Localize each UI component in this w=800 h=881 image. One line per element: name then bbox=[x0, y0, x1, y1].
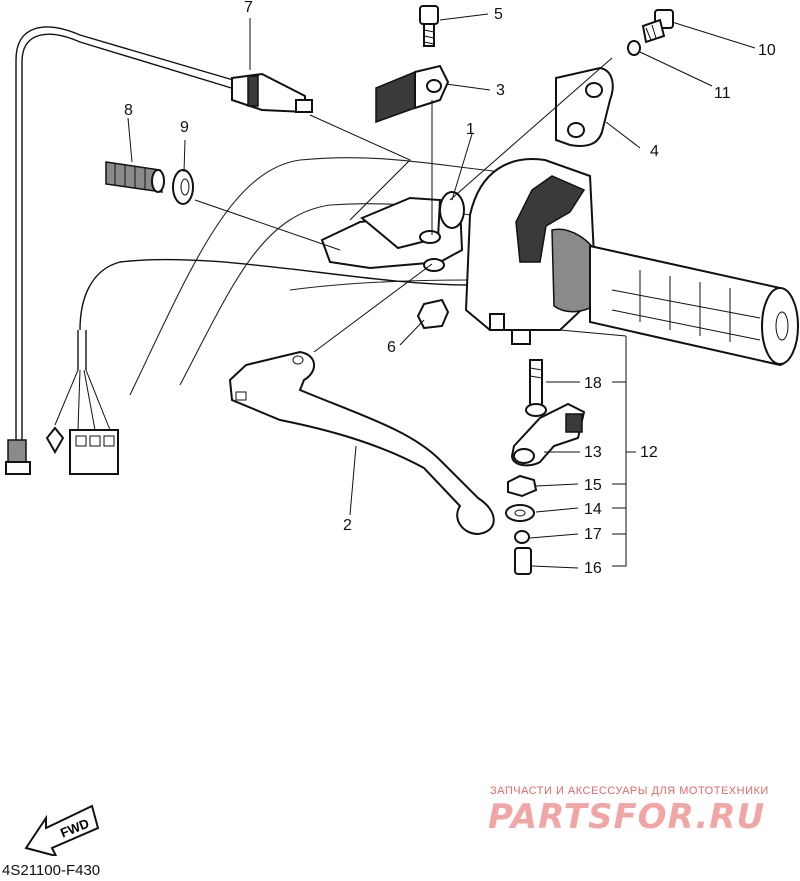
part-5-bolt bbox=[419, 5, 439, 47]
part-8-adjuster-bolt bbox=[105, 161, 165, 193]
part-13-hot-start-lever bbox=[510, 402, 586, 467]
part-14-washer bbox=[505, 504, 535, 522]
part-4-clamp bbox=[555, 66, 614, 147]
callout-16: 16 bbox=[584, 560, 602, 577]
callout-15: 15 bbox=[584, 477, 602, 494]
switch-housing-grip bbox=[464, 158, 799, 367]
part-2-clutch-lever bbox=[228, 350, 495, 536]
part-18-pivot-bolt bbox=[525, 359, 547, 417]
part-16-bolt bbox=[514, 547, 532, 575]
callout-14: 14 bbox=[584, 501, 602, 518]
watermark-logo: PARTSFOR.RU bbox=[488, 797, 766, 837]
part-1-lever-holder bbox=[320, 191, 465, 272]
part-17-spring-washer bbox=[514, 530, 530, 544]
part-10-screw bbox=[641, 9, 674, 44]
leader-lines bbox=[127, 13, 756, 569]
callout-1: 1 bbox=[466, 121, 475, 138]
clutch-switch-cable bbox=[5, 26, 241, 475]
part-6-nut bbox=[416, 298, 450, 330]
callout-labels: 1 2 3 4 5 6 7 8 9 10 11 12 13 14 15 16 1… bbox=[124, 0, 776, 577]
callout-4: 4 bbox=[650, 143, 659, 160]
part-3-bracket bbox=[375, 64, 450, 124]
callout-12: 12 bbox=[640, 444, 658, 461]
callout-3: 3 bbox=[496, 82, 505, 99]
watermark-tagline: ЗАПЧАСТИ И АКСЕССУАРЫ ДЛЯ МОТОТЕХНИКИ bbox=[490, 785, 769, 797]
wire-harness bbox=[45, 258, 471, 475]
part-9-locknut bbox=[172, 169, 194, 205]
diagram-code: 4S21100-F430 bbox=[2, 862, 101, 879]
callout-5: 5 bbox=[494, 6, 503, 23]
callout-7: 7 bbox=[244, 0, 253, 16]
part-11-spring-washer bbox=[627, 40, 641, 56]
callout-17: 17 bbox=[584, 526, 602, 543]
callout-9: 9 bbox=[180, 119, 189, 136]
callout-11: 11 bbox=[714, 85, 731, 102]
callout-18: 18 bbox=[584, 375, 602, 392]
callout-13: 13 bbox=[584, 444, 602, 461]
callout-2: 2 bbox=[343, 517, 352, 534]
forward-direction-arrow-icon: FWD bbox=[24, 804, 100, 856]
callout-6: 6 bbox=[387, 339, 396, 356]
callout-10: 10 bbox=[758, 42, 776, 59]
callout-8: 8 bbox=[124, 102, 133, 119]
part-7-clutch-switch bbox=[231, 72, 313, 114]
part-15-nut bbox=[507, 474, 538, 498]
